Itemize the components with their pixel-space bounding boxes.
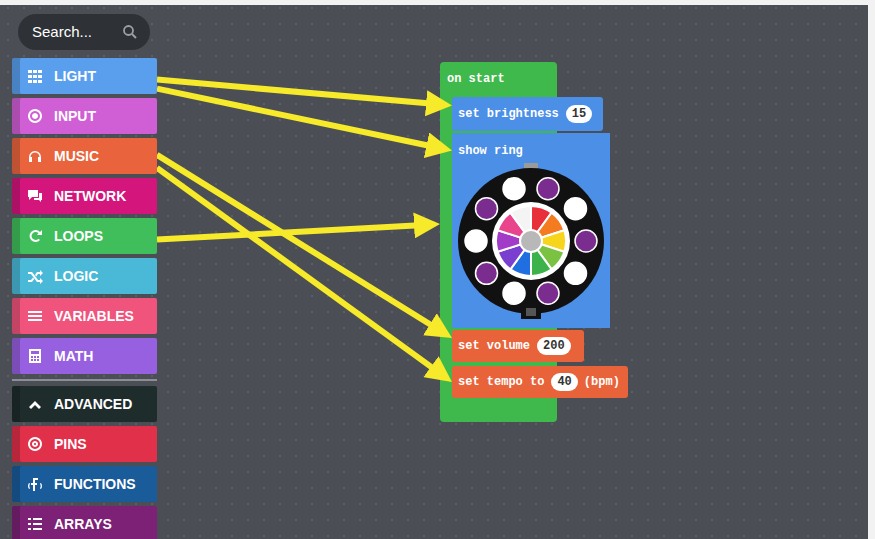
icon-glyph	[28, 478, 42, 491]
label-text: set volume	[458, 339, 530, 353]
category-button: LIGHT	[12, 58, 157, 94]
label-text: LIGHT	[54, 68, 96, 84]
pointer-arrow	[157, 89, 436, 148]
category-icon	[26, 307, 44, 325]
icon-glyph	[28, 270, 43, 284]
label-text: ADVANCED	[54, 396, 132, 412]
pointer-arrow	[157, 155, 438, 330]
category-icon	[26, 395, 44, 413]
ring-led	[476, 198, 498, 220]
label-text: MUSIC	[54, 148, 99, 164]
window-edge	[0, 0, 875, 5]
label-text: set tempo to	[458, 375, 544, 389]
ring-led	[503, 282, 525, 304]
icon-glyph	[28, 437, 42, 451]
ring-led	[537, 178, 559, 200]
pointer-arrow	[157, 168, 439, 373]
label-text: NETWORK	[54, 188, 126, 204]
lens	[124, 26, 133, 35]
wheel-rim	[492, 202, 570, 280]
category-button: NETWORK	[12, 178, 157, 214]
ring-led	[564, 262, 586, 284]
search-box: Search...	[18, 14, 150, 50]
search-icon	[122, 24, 138, 40]
label-text: PINS	[54, 436, 87, 452]
label-text: LOOPS	[54, 228, 103, 244]
label-text: MATH	[54, 348, 93, 364]
ring-led	[476, 262, 498, 284]
number-field: 200	[537, 337, 571, 355]
category-button: MATH	[12, 338, 157, 374]
category-icon	[26, 107, 44, 125]
icon-glyph	[29, 401, 41, 409]
ring-led	[575, 230, 597, 252]
category-button: VARIABLES	[12, 298, 157, 334]
ring-led	[564, 198, 586, 220]
ring-led	[537, 282, 559, 304]
label-text: INPUT	[54, 108, 96, 124]
window-edge	[868, 0, 875, 539]
category-button: ARRAYS	[12, 506, 157, 539]
handle	[132, 34, 136, 38]
category-button: LOGIC	[12, 258, 157, 294]
icon-glyph	[28, 518, 42, 530]
label-text: VARIABLES	[54, 308, 134, 324]
statement-block: set volume 200	[452, 330, 584, 362]
category-button: ADVANCED	[12, 386, 157, 422]
ring-board	[458, 168, 604, 314]
icon-glyph	[29, 349, 41, 363]
category-button: FUNCTIONS	[12, 466, 157, 502]
category-icon	[26, 227, 44, 245]
category-icon	[26, 187, 44, 205]
event-block: on start set brightness 15 show ring set vol…	[440, 62, 628, 422]
icon-glyph	[28, 109, 42, 123]
label-text: Search...	[32, 23, 92, 40]
label-text: (bpm)	[584, 375, 620, 389]
category-button: LOOPS	[12, 218, 157, 254]
category-button: INPUT	[12, 98, 157, 134]
category-icon	[26, 435, 44, 453]
category-icon	[26, 147, 44, 165]
icon-glyph	[29, 151, 41, 162]
icon-glyph	[30, 230, 42, 242]
ring-tab	[521, 305, 541, 319]
category-icon	[26, 515, 44, 533]
icon-glyph	[28, 70, 42, 83]
icon-glyph	[28, 190, 42, 202]
statement-block: set tempo to 40 (bpm)	[452, 366, 628, 398]
category-button: PINS	[12, 426, 157, 462]
statement-block: set brightness 15	[452, 97, 603, 131]
category-button: MUSIC	[12, 138, 157, 174]
ring-led	[465, 230, 487, 252]
neopixel-ring	[452, 133, 610, 328]
label-text: ARRAYS	[54, 516, 112, 532]
separator	[12, 379, 157, 381]
label-text: set brightness	[458, 107, 559, 121]
ring-hole	[526, 308, 536, 316]
label-text: LOGIC	[54, 268, 98, 284]
label-text: on start	[440, 62, 628, 86]
number-field: 15	[566, 105, 592, 123]
label-text: FUNCTIONS	[54, 476, 136, 492]
wheel-center	[520, 230, 542, 252]
icon-glyph	[28, 311, 42, 321]
label-text: show ring	[458, 133, 604, 158]
category-icon	[26, 475, 44, 493]
ring-led	[503, 178, 525, 200]
number-field: 40	[551, 373, 577, 391]
category-icon	[26, 67, 44, 85]
category-icon	[26, 347, 44, 365]
category-icon	[26, 267, 44, 285]
statement-block: show ring	[452, 133, 610, 328]
